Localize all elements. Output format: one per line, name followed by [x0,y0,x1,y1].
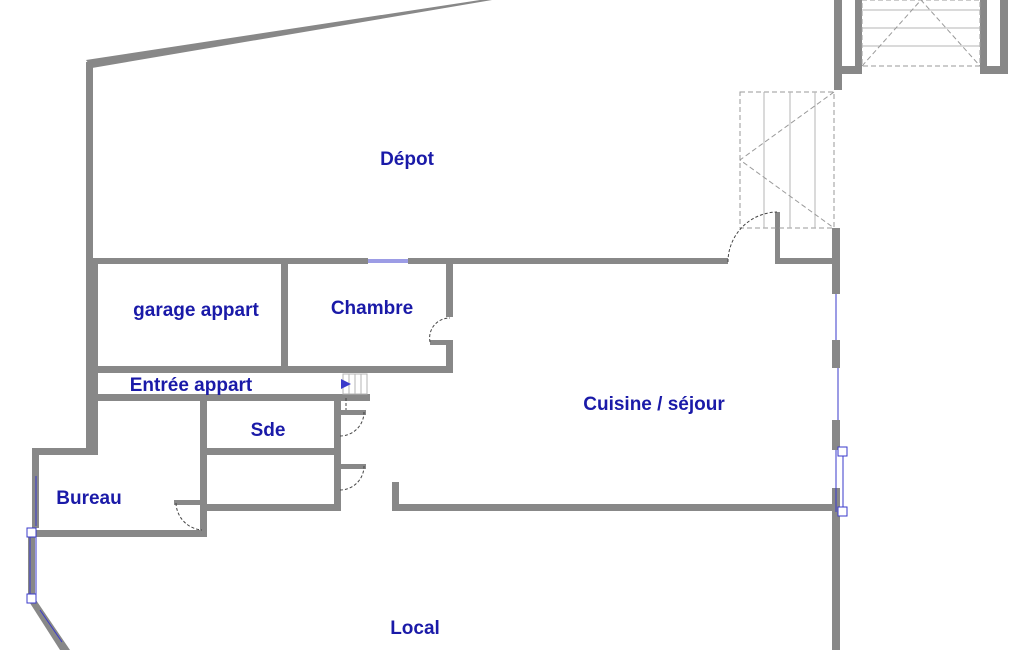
window-bay-handle-top [26,527,37,538]
stair-top-arrow [861,0,981,67]
wall-chambre-right-bottom [446,340,453,373]
wall-bureau-bottom [32,530,207,537]
room-labels: Dépot garage appart Chambre Entrée appar… [56,149,725,639]
wall-sde-right [334,398,341,450]
door-bureau-arc [175,502,203,531]
room-label-entree-appart: Entrée appart [130,375,253,396]
wall-wc-door-stub [334,464,366,469]
wall-entree-left [93,373,98,397]
wall-cuisine-right-1 [832,264,840,294]
wall-stair-box-r [980,66,1008,74]
stair-main-outline [739,91,835,229]
wall-right-top [834,0,842,90]
wall-local-right [832,511,840,650]
room-label-chambre: Chambre [331,298,413,319]
wall-chambre-door-stub [430,340,453,345]
wall-cuisine-bottom [392,504,837,511]
room-label-bureau: Bureau [56,488,121,509]
wall-garage-bottom [93,366,453,373]
window-handle-top [837,446,848,457]
room-label-sde: Sde [251,420,286,441]
wall-depot-top [86,0,492,68]
wall-sde-bottom [200,448,341,455]
wall-door-stub [775,212,780,264]
wall-cuisine-right-2 [832,340,840,368]
wall-entree-bottom-r [336,394,370,401]
window-handle-bottom [837,506,848,517]
wall-bay-lower [28,600,70,650]
wall-sde-left [200,398,207,536]
wall-cuisine-stub [392,482,399,511]
wall-depot-bottom-3 [778,258,838,264]
room-label-garage-appart: garage appart [133,300,259,321]
wall-sde-door-stub [334,410,366,415]
door-depot-arc [727,211,778,263]
door-wc-arc [339,465,365,491]
wall-left-outer [86,62,93,452]
wall-stair-box [834,66,862,74]
wall-cuisine-right-3 [832,420,840,450]
wall-wc-right [334,455,341,510]
wall-stair-box-l [855,0,862,74]
wall-right-depot [832,228,840,264]
wall-entree-bottom [93,394,343,401]
stair-entree-arrow [341,379,351,389]
wall-wc-bottom [200,504,341,511]
room-label-cuisine-sejour: Cuisine / séjour [583,394,725,415]
wall-stair-box-rr [1000,0,1008,74]
windows [26,259,848,643]
wall-bureau-top [32,448,93,455]
wall-bureau-inner [93,398,98,455]
wall-garage-right [281,262,288,370]
wall-bureau-right-stub [174,500,207,505]
room-label-depot: Dépot [380,149,435,170]
wall-stair-box-r2 [980,0,987,74]
wall-depot-bottom [93,258,368,264]
window-bay-handle-bottom [26,593,37,604]
doors [175,211,778,531]
door-chambre-arc [429,317,451,343]
wall-chambre-right-top [446,262,453,317]
wall-bay-left [28,536,35,600]
wall-depot-bottom-2 [408,258,728,264]
stair-top-outline [861,0,981,67]
stairs [341,0,981,395]
stair-main-arrow [739,91,835,229]
walls [28,0,1008,650]
room-label-local: Local [390,618,440,639]
door-sde-arc [339,411,365,437]
wall-garage-inner-left [93,262,98,370]
window-bay-diag [39,609,63,643]
